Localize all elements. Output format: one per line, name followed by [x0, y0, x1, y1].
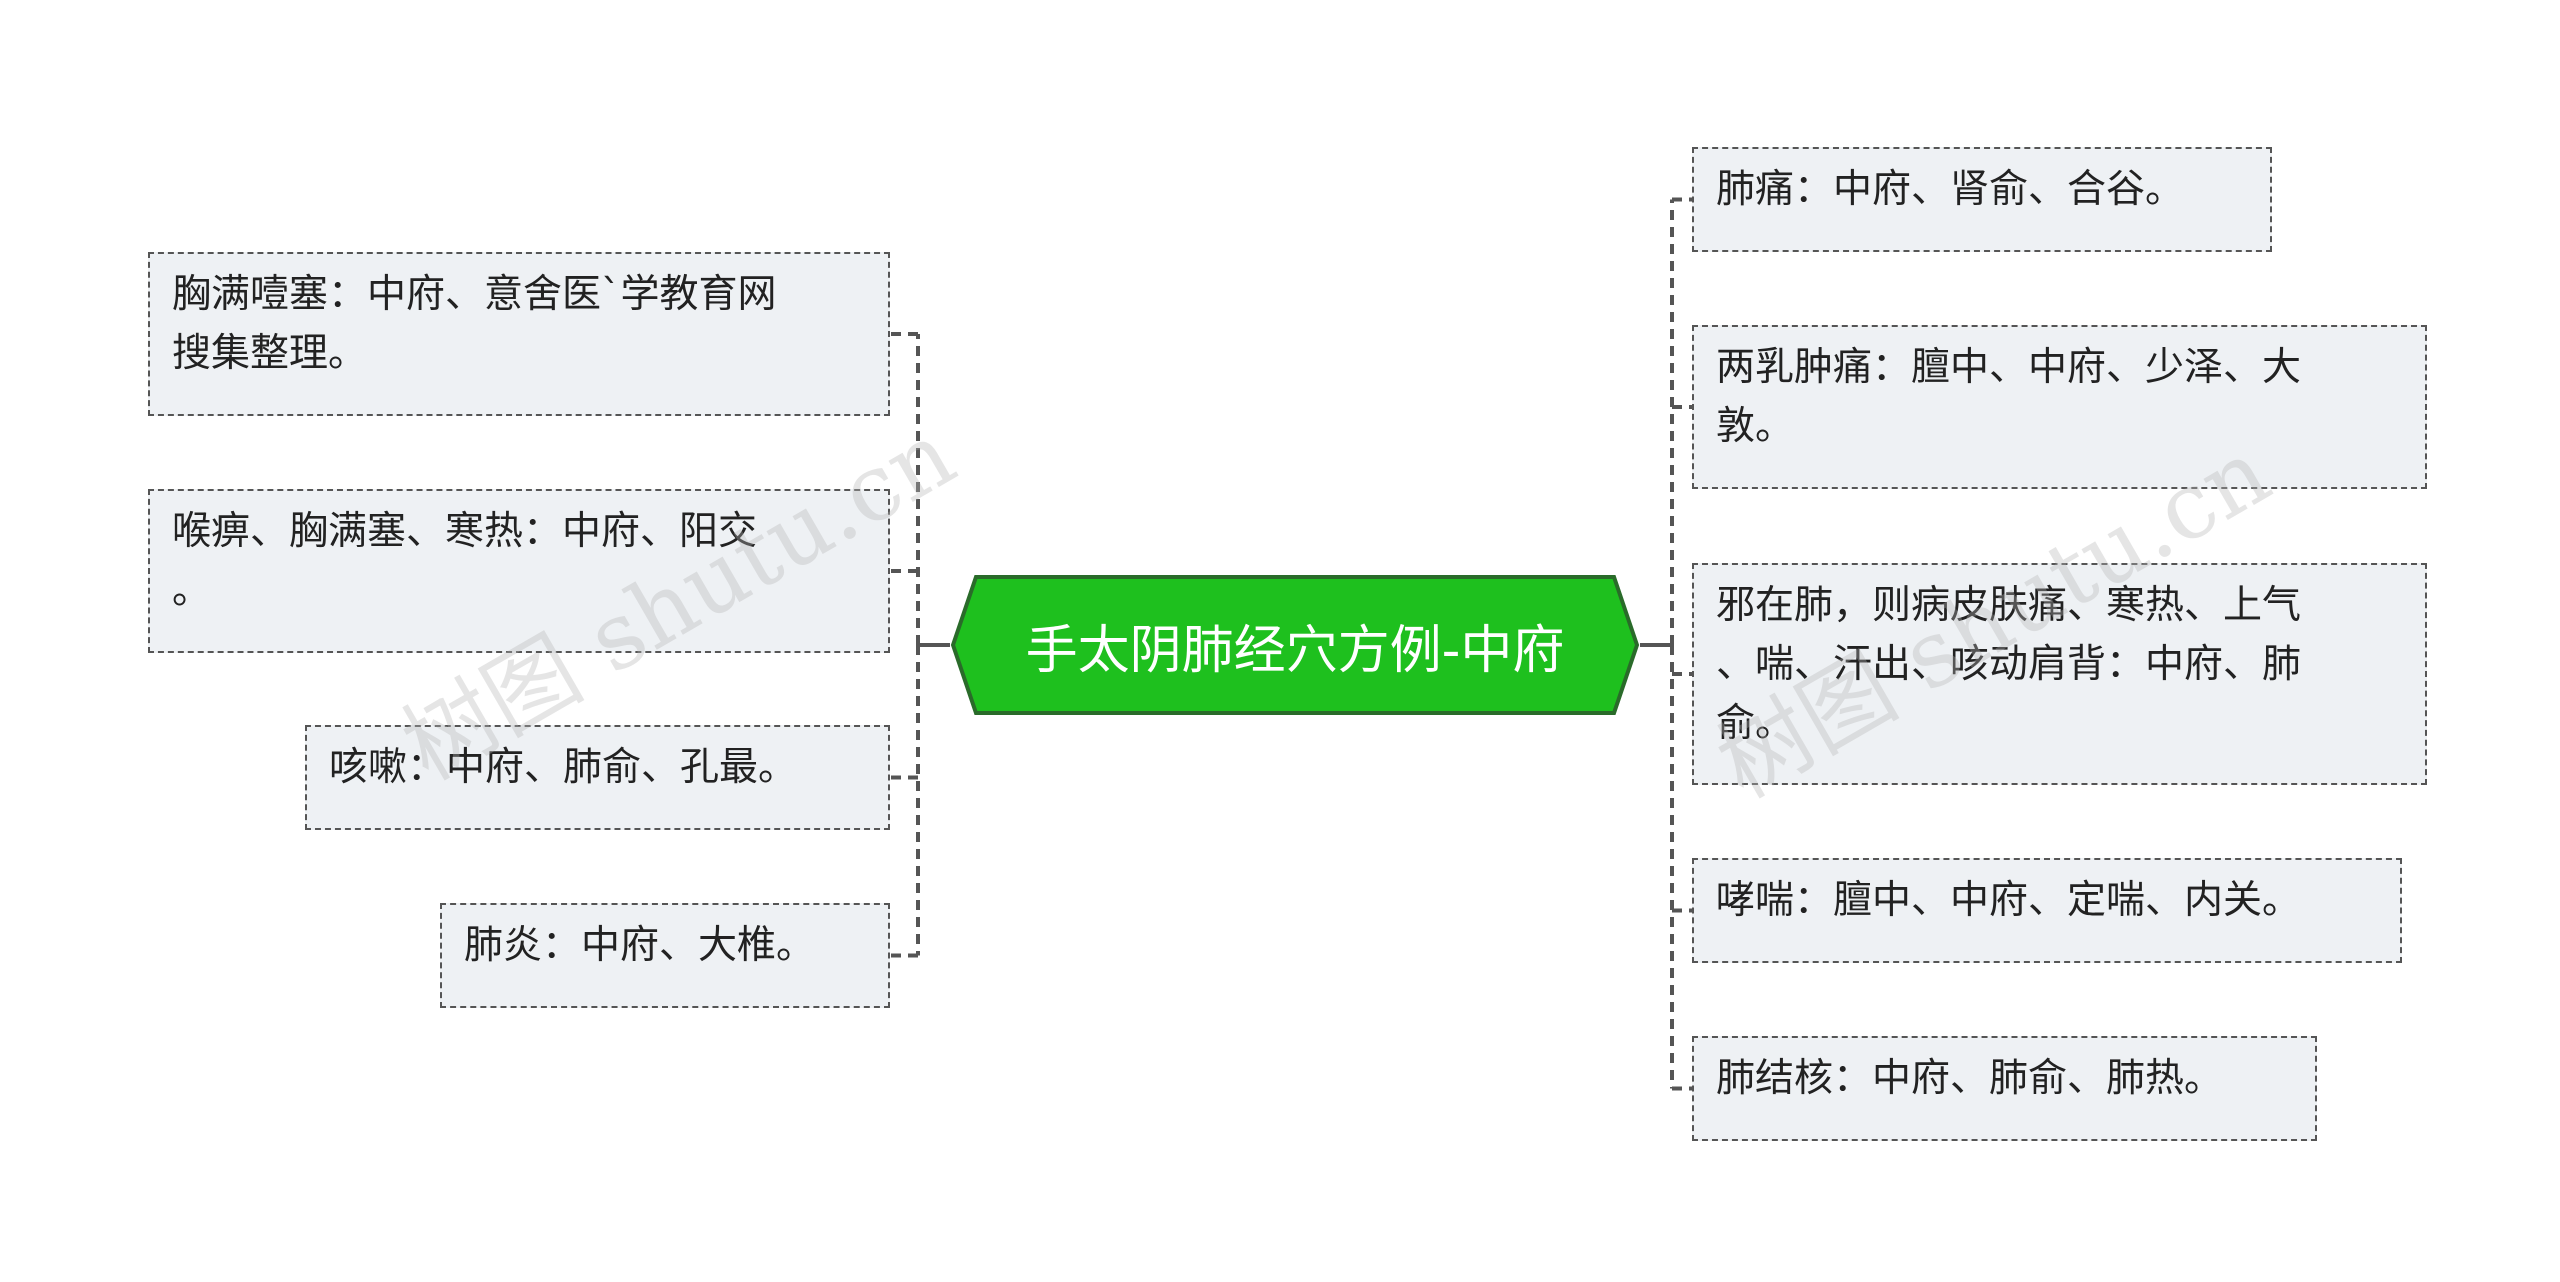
node-line: 、喘、汗出、咳动肩背：中府、肺 — [1716, 642, 2302, 687]
branch-node-right-4[interactable]: 哮喘：膻中、中府、定喘、内关。 — [1692, 858, 2402, 963]
connector-left-3 — [890, 645, 920, 780]
node-line: 肺结核：中府、肺俞、肺热。 — [1716, 1056, 2224, 1101]
node-line: 邪在肺，则病皮肤痛、寒热、上气 — [1716, 583, 2302, 628]
branch-node-right-2[interactable]: 两乳肿痛：膻中、中府、少泽、大 敦。 — [1692, 325, 2427, 489]
connector-right-1 — [1670, 197, 1692, 645]
branch-node-right-1[interactable]: 肺痛：中府、肾俞、合谷。 — [1692, 147, 2272, 252]
node-line: 哮喘：膻中、中府、定喘、内关。 — [1716, 878, 2302, 923]
branch-node-right-5[interactable]: 肺结核：中府、肺俞、肺热。 — [1692, 1036, 2317, 1141]
branch-node-left-1[interactable]: 胸满噎塞：中府、意舍医`学教育网 搜集整理。 — [148, 252, 890, 416]
node-line: 肺炎：中府、大椎。 — [464, 923, 816, 968]
central-topic[interactable]: 手太阴肺经穴方例-中府 — [950, 574, 1640, 716]
connector-left-1 — [890, 332, 920, 645]
node-line: 喉痹、胸满塞、寒热：中府、阳交 — [172, 509, 758, 554]
branch-node-left-4[interactable]: 肺炎：中府、大椎。 — [440, 903, 890, 1008]
branch-node-right-3[interactable]: 邪在肺，则病皮肤痛、寒热、上气 、喘、汗出、咳动肩背：中府、肺 俞。 — [1692, 563, 2427, 785]
node-line: 俞。 — [1716, 701, 1795, 746]
node-line: 胸满噎塞：中府、意舍医`学教育网 — [172, 272, 777, 317]
connector-right-4 — [1670, 645, 1692, 913]
connector-left-4 — [890, 645, 920, 958]
connector-right-2 — [1670, 405, 1692, 645]
node-line: 咳嗽：中府、肺俞、孔最。 — [329, 745, 798, 790]
central-topic-shape — [950, 575, 1640, 715]
node-line: 搜集整理。 — [172, 331, 368, 376]
node-line: 。 — [172, 568, 212, 613]
connector-right-5 — [1670, 645, 1692, 1091]
node-line: 两乳肿痛：膻中、中府、少泽、大 — [1716, 345, 2302, 390]
central-topic-label: 手太阴肺经穴方例-中府 — [1025, 620, 1565, 681]
node-line: 敦。 — [1716, 404, 1795, 449]
connector-right-3 — [1670, 645, 1692, 676]
branch-node-left-3[interactable]: 咳嗽：中府、肺俞、孔最。 — [305, 725, 890, 830]
node-line: 肺痛：中府、肾俞、合谷。 — [1716, 167, 2185, 212]
branch-node-left-2[interactable]: 喉痹、胸满塞、寒热：中府、阳交 。 — [148, 489, 890, 653]
connector-left-2 — [890, 569, 920, 645]
